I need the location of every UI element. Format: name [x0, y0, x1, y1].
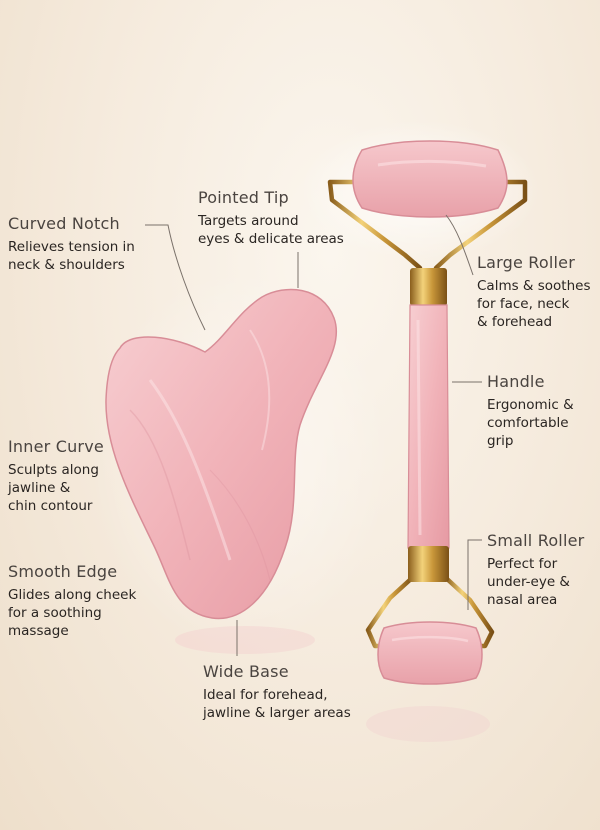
callout-title: Inner Curve — [8, 437, 104, 456]
callout-title: Smooth Edge — [8, 562, 118, 581]
roller-reflection — [366, 706, 490, 742]
callout-handle: Handle Ergonomic & comfortable grip — [487, 372, 574, 450]
callout-description: Perfect for under-eye & nasal area — [487, 556, 570, 608]
callout-smooth-edge: Smooth Edge Glides along cheek for a soo… — [8, 562, 136, 640]
callout-title: Small Roller — [487, 531, 585, 550]
callout-description: Targets around eyes & delicate areas — [198, 213, 344, 247]
curved-notch-leader — [145, 224, 206, 331]
callout-description: Sculpts along jawline & chin contour — [8, 462, 99, 514]
callout-description: Glides along cheek for a soothing massag… — [8, 587, 137, 639]
callout-description: Ergonomic & comfortable grip — [487, 397, 574, 449]
callout-pointed-tip: Pointed Tip Targets around eyes & delica… — [198, 188, 344, 248]
callout-description: Calms & soothes for face, neck & forehea… — [477, 278, 591, 330]
callout-large-roller: Large Roller Calms & soothes for face, n… — [477, 253, 590, 331]
gua-sha-stone — [105, 288, 338, 620]
small-roller-leader — [467, 539, 482, 610]
callout-wide-base: Wide Base Ideal for forehead, jawline & … — [203, 662, 351, 722]
callout-leaders — [145, 214, 482, 656]
bottom-ferrule — [408, 546, 449, 582]
callout-title: Pointed Tip — [198, 188, 289, 207]
large-roller — [352, 140, 508, 218]
roller-handle — [407, 304, 450, 549]
callout-title: Handle — [487, 372, 545, 391]
callout-small-roller: Small Roller Perfect for under-eye & nas… — [487, 531, 584, 609]
callout-description: Relieves tension in neck & shoulders — [8, 239, 135, 273]
callout-title: Curved Notch — [8, 214, 120, 233]
top-ferrule — [410, 268, 447, 306]
callout-curved-notch: Curved Notch Relieves tension in neck & … — [8, 214, 135, 274]
callout-title: Wide Base — [203, 662, 289, 681]
large-roller-leader — [445, 214, 474, 276]
callout-title: Large Roller — [477, 253, 576, 272]
callout-inner-curve: Inner Curve Sculpts along jawline & chin… — [8, 437, 104, 515]
small-roller — [377, 621, 483, 685]
gua-sha-reflection — [175, 626, 315, 654]
callout-description: Ideal for forehead, jawline & larger are… — [203, 687, 351, 721]
